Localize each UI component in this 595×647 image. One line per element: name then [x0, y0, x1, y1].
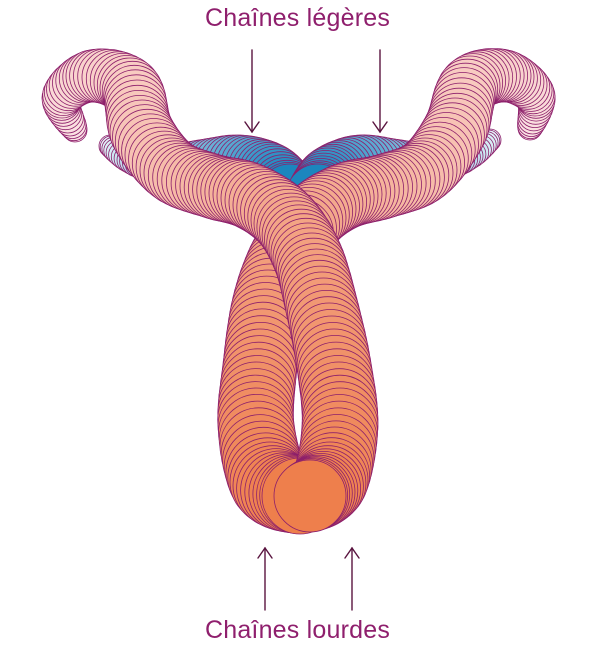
heavy-chain-right	[218, 49, 555, 534]
heavy-chain-left	[42, 49, 378, 532]
arrow-light-chain-right	[373, 50, 387, 132]
heavy-chains-label: Chaînes lourdes	[0, 616, 595, 645]
arrow-heavy-chain-right	[345, 548, 359, 610]
arrow-light-chain-left	[245, 50, 259, 132]
arrow-heavy-chain-left	[258, 548, 272, 610]
heavy-chain-left-ring	[274, 460, 346, 532]
